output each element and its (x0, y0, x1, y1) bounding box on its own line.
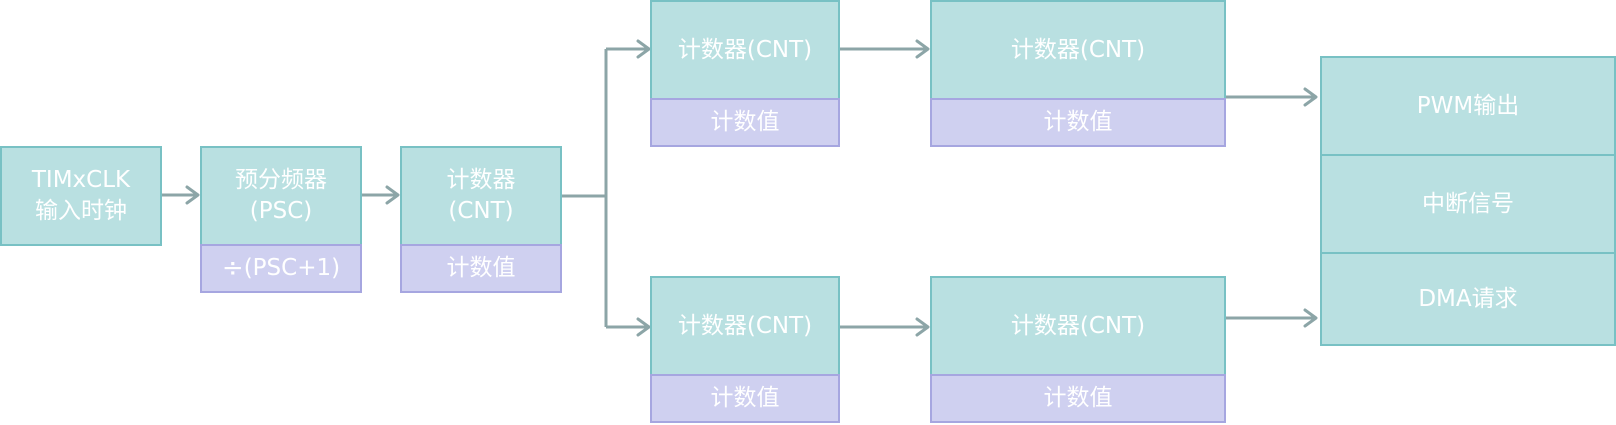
arrow-head-icon (1303, 308, 1318, 328)
arrow-head-icon (185, 185, 200, 205)
arrow-head-icon (636, 317, 651, 337)
counter-main-name: 计数器 (446, 167, 516, 193)
counter-bottom-1-block: 计数器(CNT) (650, 276, 840, 376)
arrow-head-icon (915, 39, 930, 59)
output-dma: DMA请求 (1320, 252, 1616, 346)
counter-bottom-2-label: 计数器(CNT) (1010, 312, 1146, 339)
divide-icon: ÷ (221, 253, 244, 283)
counter-main-value-label: 计数值 (446, 255, 516, 281)
counter-bottom-2-value: 计数值 (930, 374, 1226, 423)
output-interrupt: 中断信号 (1320, 154, 1616, 254)
prescaler-abbr: (PSC) (249, 198, 313, 224)
prescaler-name: 预分频器 (235, 167, 327, 193)
output-dma-label: DMA请求 (1418, 285, 1518, 312)
counter-bottom-1-value: 计数值 (650, 374, 840, 423)
arrow-head-icon (636, 39, 651, 59)
clock-name: TIMxCLK (31, 167, 131, 193)
counter-top-2-label: 计数器(CNT) (1010, 36, 1146, 63)
clock-input-block: TIMxCLK 输入时钟 (0, 146, 162, 246)
prescaler-block: 预分频器 (PSC) (200, 146, 362, 246)
wire-counter-split (562, 47, 649, 329)
counter-bottom-1-value-label: 计数值 (710, 385, 780, 411)
prescaler-divider: ÷ (PSC+1) (200, 244, 362, 293)
counter-top-2-value: 计数值 (930, 98, 1226, 147)
prescaler-divisor: (PSC+1) (243, 255, 341, 281)
arrow-head-icon (915, 317, 930, 337)
arrow-head-icon (1303, 87, 1318, 107)
output-pwm: PWM输出 (1320, 56, 1616, 156)
output-interrupt-label: 中断信号 (1422, 190, 1514, 217)
counter-top-1-label: 计数器(CNT) (677, 36, 813, 63)
counter-top-2-block: 计数器(CNT) (930, 0, 1226, 100)
counter-bottom-2-block: 计数器(CNT) (930, 276, 1226, 376)
counter-main-block: 计数器 (CNT) (400, 146, 562, 246)
counter-top-1-value-label: 计数值 (710, 109, 780, 135)
counter-main-abbr: (CNT) (448, 198, 514, 224)
clock-caption: 输入时钟 (35, 198, 127, 224)
counter-top-1-block: 计数器(CNT) (650, 0, 840, 100)
output-pwm-label: PWM输出 (1416, 92, 1520, 119)
counter-top-1-value: 计数值 (650, 98, 840, 147)
arrow-head-icon (385, 185, 400, 205)
counter-bottom-1-label: 计数器(CNT) (677, 312, 813, 339)
counter-top-2-value-label: 计数值 (1043, 109, 1113, 135)
counter-main-value: 计数值 (400, 244, 562, 293)
counter-bottom-2-value-label: 计数值 (1043, 385, 1113, 411)
